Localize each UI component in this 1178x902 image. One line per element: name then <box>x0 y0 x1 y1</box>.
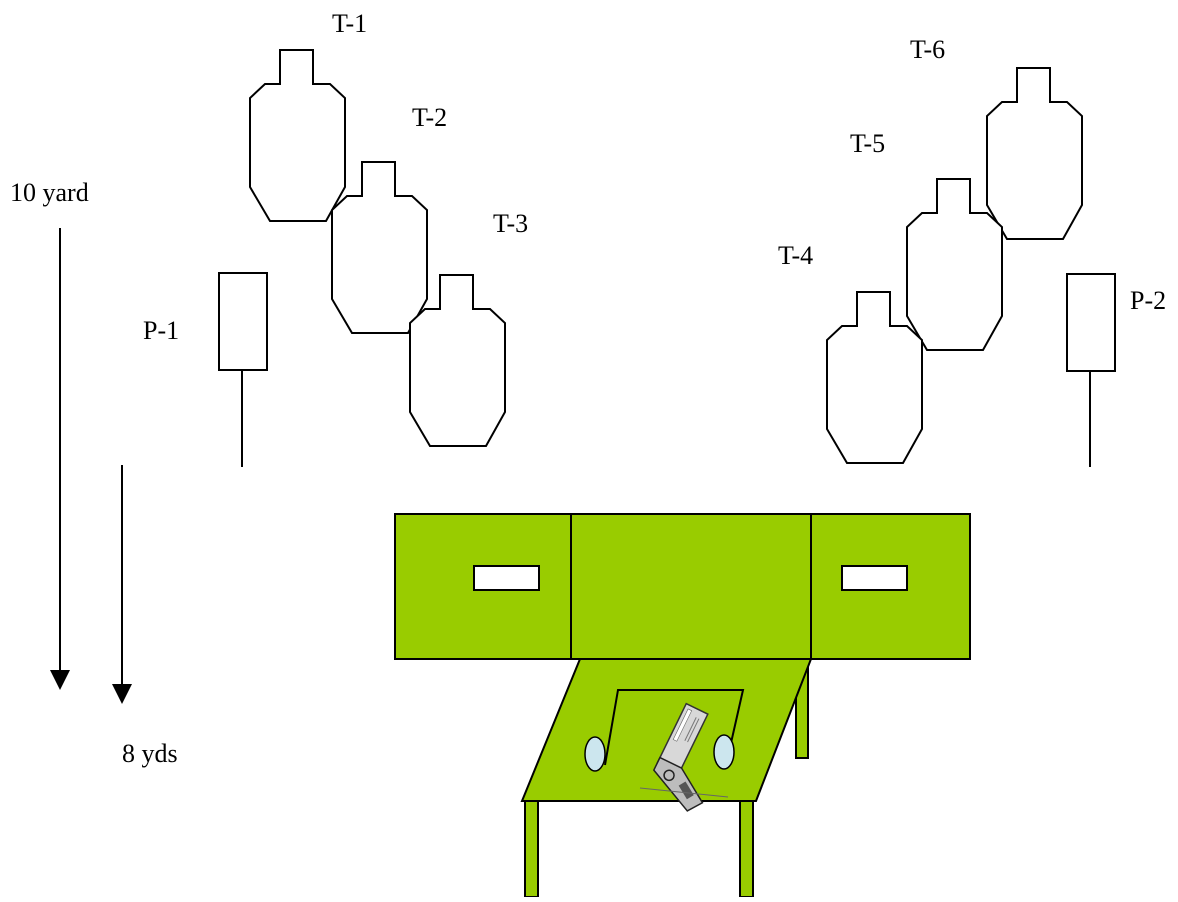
pistol-icon <box>652 702 709 812</box>
popper-p1 <box>218 272 268 467</box>
table-rope <box>604 689 745 766</box>
wall-port-right <box>841 565 908 591</box>
table-shadow-line <box>639 787 729 798</box>
barricade-wall <box>394 513 971 660</box>
wall-panel-center <box>570 513 812 660</box>
table <box>520 658 813 898</box>
distance-arrow-10-yard <box>50 228 70 690</box>
label-distance-8-yds: 8 yds <box>122 739 178 768</box>
target-t1 <box>249 49 346 222</box>
label-t6: T-6 <box>910 35 945 64</box>
target-t5 <box>906 178 1003 351</box>
wall-port-left <box>473 565 540 591</box>
table-oval-right <box>713 734 735 770</box>
label-t2: T-2 <box>412 103 447 132</box>
popper-p2 <box>1066 273 1116 467</box>
label-t5: T-5 <box>850 129 885 158</box>
table-oval-left <box>584 736 606 772</box>
label-t1: T-1 <box>332 9 367 38</box>
table-leg-front-left <box>524 800 539 898</box>
label-p2: P-2 <box>1130 286 1166 315</box>
label-t3: T-3 <box>493 209 528 238</box>
table-leg-front-right <box>739 800 754 898</box>
target-t2 <box>331 161 428 334</box>
target-t4 <box>826 291 923 464</box>
target-t6 <box>986 67 1083 240</box>
label-p1: P-1 <box>143 316 179 345</box>
label-t4: T-4 <box>778 241 813 270</box>
target-t3 <box>409 274 506 447</box>
label-distance-10-yard: 10 yard <box>10 178 89 207</box>
distance-arrow-8-yds <box>112 465 132 704</box>
